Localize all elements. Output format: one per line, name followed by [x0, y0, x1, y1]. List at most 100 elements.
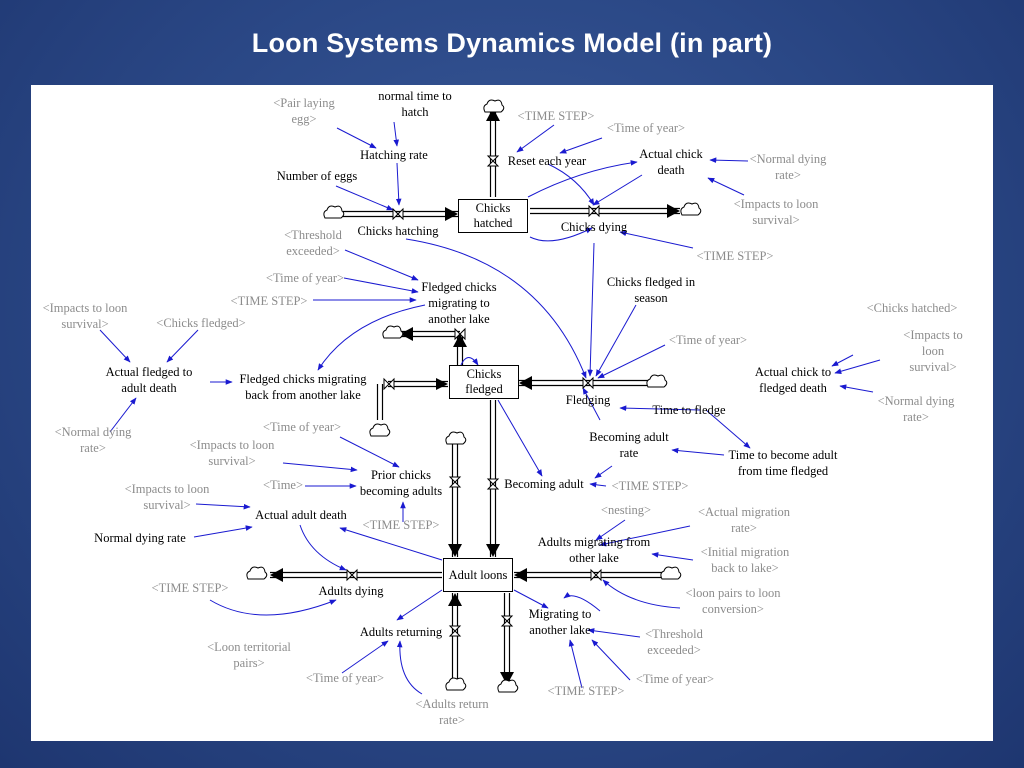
link-fledged-shadow-to-death [166, 329, 199, 363]
link-hatching-rate-to-flow [395, 162, 402, 206]
link-time-step-to-reset [516, 124, 555, 153]
flow-migrating-to-lake: Migrating to another lake [528, 607, 592, 637]
cloud-fledging-source [646, 374, 668, 388]
causal-links [99, 121, 881, 695]
cloud-dying-sink [680, 202, 702, 216]
link-time-to-fledge-to-fledging [619, 405, 701, 411]
aux-actual-adult-death: Actual adult death [255, 508, 347, 522]
flow-becoming-adult: Becoming adult [504, 477, 584, 491]
link-becoming-rate-to-fledging [582, 387, 601, 421]
link-impacts-to-fledged-death-right [834, 359, 881, 374]
shadow-impacts-right: <Impacts to loon survival> [903, 328, 963, 374]
shadow-actual-migration-rate: <Actual migration rate> [697, 505, 791, 535]
link-time-of-year-to-migrating-to [591, 639, 631, 681]
diagram-canvas: Chicks hatched Chicks fledged Adult loon… [31, 85, 993, 741]
link-normal-rate-to-adult-death [193, 525, 253, 538]
valve-fledged-back [383, 377, 395, 391]
arrow-fledged-back-in [436, 378, 448, 390]
valve-chicks-dying [588, 204, 600, 218]
link-time-step-to-adults-dying [209, 599, 337, 616]
flow-fledged-migrating-to-lake: Fledged chicks migrating to another lake [421, 280, 497, 326]
pipe-prior-chicks [448, 440, 462, 557]
link-hatching-to-fledging [405, 238, 587, 379]
shadow-threshold-exceeded-right: <Threshold exceeded> [645, 627, 703, 657]
aux-actual-chick-death: Actual chick death [639, 147, 703, 177]
stock-chicks-fledged[interactable]: Chicks fledged [449, 365, 519, 399]
shadow-impacts-top-right: <Impacts to loon survival> [733, 197, 819, 227]
pipe-chicks-dying [530, 204, 680, 218]
shadow-chicks-hatched: <Chicks hatched> [866, 301, 958, 315]
link-time-step-to-dying [619, 230, 694, 249]
aux-chicks-fledged-in-season: Chicks fledged in season [606, 275, 696, 305]
shadow-threshold-exceeded-left: <Threshold exceeded> [284, 228, 342, 258]
flow-adults-migrating-from-lake: Adults migrating from other lake [537, 535, 651, 565]
cloud-hatching-source [323, 205, 345, 219]
link-initial-back-to-from [651, 552, 694, 561]
shadow-impacts-center: <Impacts to loon survival> [189, 438, 275, 468]
link-become-adult-to-rate [671, 447, 725, 456]
link-eggs-to-hatching [335, 185, 394, 211]
link-nesting-to-migrating-from [595, 519, 626, 541]
pipe-migrating-to-lake [500, 593, 514, 685]
valve-migrating-to-lake [500, 615, 514, 627]
link-time-step-to-becoming [589, 482, 607, 488]
link-hatched-to-actual-death [527, 160, 638, 198]
link-hatched-to-dying-loop [529, 227, 593, 242]
shadow-adults-return-rate: <Adults return rate> [415, 697, 489, 727]
link-actual-migration-to-from [599, 525, 691, 547]
link-normal-dying-to-fledged-death [109, 397, 137, 433]
valve-adults-migrating-from [590, 568, 602, 582]
valve-reset-each-year [486, 155, 500, 167]
link-adults-to-returning [396, 589, 443, 621]
link-time-of-year-to-prior [339, 436, 400, 468]
pipe-chicks-hatching-arrowhead [445, 207, 458, 221]
link-normal-dying-to-actual-death [709, 157, 749, 163]
link-pair-laying-to-hatching [336, 127, 377, 149]
link-fledge-to-become-adult [705, 409, 751, 449]
aux-time-to-fledge: Time to fledge [652, 403, 726, 417]
shadow-time-of-year-bottom-left: <Time of year> [305, 671, 385, 685]
flow-reset-each-year: Reset each year [507, 154, 587, 168]
link-becoming-rate-to-flow [594, 465, 613, 479]
link-threshold-to-migrating [344, 249, 419, 281]
pipe-fledged-migrating-to-lake [400, 327, 460, 341]
link-fledged-stock-to-migrate [460, 357, 479, 366]
flow-adults-dying: Adults dying [318, 584, 384, 598]
shadow-time: <Time> [262, 478, 304, 492]
shadow-time-of-year-mid-left: <Time of year> [265, 271, 345, 285]
shadow-time-of-year-bottom-right: <Time of year> [635, 672, 715, 686]
flow-fledged-migrating-back: Fledged chicks migrating back from anoth… [239, 372, 367, 402]
shadow-time-of-year-center: <Time of year> [262, 420, 342, 434]
shadow-impacts-far-left: <Impacts to loon survival> [42, 301, 128, 331]
link-adult-death-to-dying [299, 524, 347, 571]
valve-chicks-hatching [392, 207, 404, 221]
pipe-reset-each-year-arrowhead [486, 108, 500, 121]
pipe-fledged-back-down [376, 384, 384, 420]
link-fledged-to-becoming [497, 399, 543, 477]
stock-adult-loons[interactable]: Adult loons [443, 558, 513, 592]
shadow-normal-dying-rate-top: <Normal dying rate> [749, 152, 827, 182]
valve-adults-dying [346, 568, 358, 582]
link-chicks-hatched-to-fledged-death [831, 354, 854, 367]
shadow-time-step-lower-left: <TIME STEP> [151, 581, 229, 595]
pipe-fledged-migrating-up-arrowhead [453, 334, 467, 347]
valve-prior-chicks [448, 476, 462, 488]
slide-title: Loon Systems Dynamics Model (in part) [251, 28, 773, 58]
pipe-chicks-dying-arrowhead [667, 204, 680, 218]
pipe-adults-migrating-from [514, 568, 663, 582]
shadow-time-step-center: <TIME STEP> [362, 518, 440, 532]
shadow-time-step-top: <TIME STEP> [517, 109, 595, 123]
stock-chicks-hatched[interactable]: Chicks hatched [458, 199, 528, 233]
pipe-fledged-migrating-to-lake-arrowhead [400, 327, 413, 341]
link-normal-to-fledged-death-right [839, 384, 874, 393]
shadow-normal-dying-rate-right: <Normal dying rate> [877, 394, 955, 424]
pipe-adults-returning-arrowhead [448, 593, 462, 606]
shadow-initial-migration-back: <Initial migration back to lake> [700, 545, 790, 575]
valve-fledging [582, 376, 594, 390]
cloud-adults-migrating-source [660, 566, 682, 580]
cloud-fledged-back-source [369, 423, 391, 437]
link-in-season-to-fledging [595, 304, 637, 377]
link-adult-loons-to-adult-death [339, 527, 443, 561]
cloud-prior-chicks-source [445, 431, 467, 445]
link-time-of-year-to-fledging [597, 344, 666, 379]
